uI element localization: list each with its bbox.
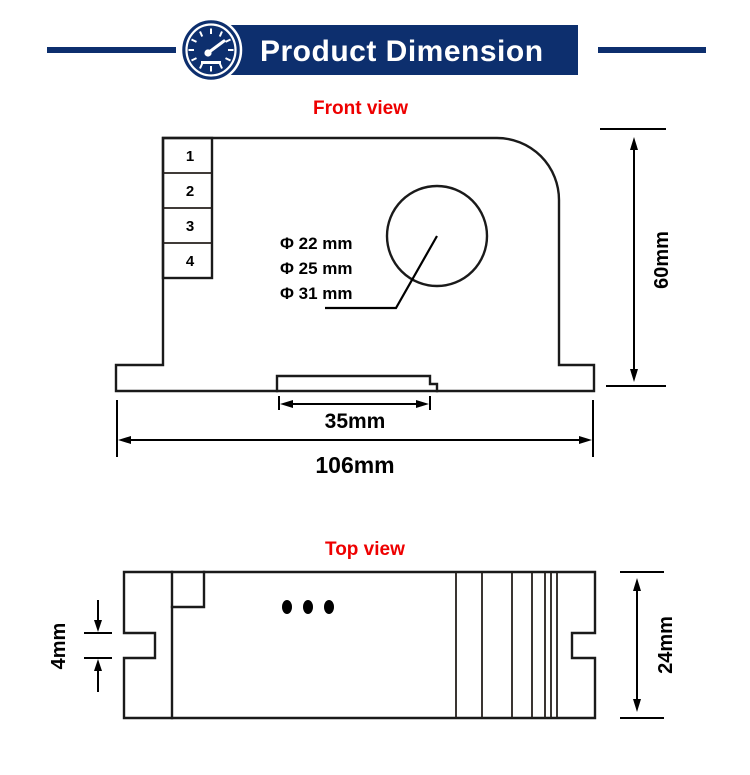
aperture-leader-line — [325, 235, 438, 310]
arrow-up-60 — [630, 137, 638, 150]
top-view-drawing: 4mm 24mm — [48, 570, 677, 720]
front-view-label: Front view — [313, 98, 408, 119]
terminal-block: 1 2 3 4 — [161, 136, 214, 280]
aperture-label-22: Φ 22 mm — [280, 234, 353, 253]
aperture-label-31: Φ 31 mm — [280, 284, 353, 303]
terminal-label-4: 4 — [186, 253, 195, 270]
terminal-label-1: 1 — [186, 148, 194, 165]
header-banner-bar — [215, 25, 578, 75]
vent-dot-1 — [282, 600, 292, 614]
front-body-outline — [114, 136, 596, 393]
front-base-pad — [275, 374, 439, 393]
dimension-notch-4mm: 4mm — [48, 600, 112, 692]
arrow-left-106 — [118, 436, 131, 444]
arrow-down-4 — [94, 620, 102, 632]
dimension-label-24mm: 24mm — [655, 616, 677, 674]
arrow-right-35 — [416, 400, 429, 408]
aperture-circle — [385, 184, 489, 288]
dimension-overall-106mm: 106mm — [116, 400, 594, 478]
header-banner: Product Dimension — [47, 17, 706, 83]
gauge-icon — [179, 17, 243, 83]
page-title: Product Dimension — [260, 35, 544, 68]
vent-dot-2 — [303, 600, 313, 614]
arrow-down-60 — [630, 369, 638, 382]
arrow-right-106 — [579, 436, 592, 444]
terminal-label-2: 2 — [186, 183, 194, 200]
dimension-label-106mm: 106mm — [315, 452, 394, 478]
arrow-up-24 — [633, 578, 641, 591]
rib-lines-group — [455, 572, 558, 718]
terminal-label-3: 3 — [186, 218, 194, 235]
dimension-label-35mm: 35mm — [325, 410, 386, 433]
arrow-left-35 — [280, 400, 293, 408]
top-body-outline — [122, 570, 597, 720]
dimension-label-4mm: 4mm — [48, 623, 70, 670]
top-view-label: Top view — [325, 539, 405, 560]
vent-dot-3 — [324, 600, 334, 614]
arrow-up-4 — [94, 659, 102, 671]
dimension-height-60mm: 60mm — [600, 128, 673, 387]
front-view-drawing: 1 2 3 4 Φ 22 mm Φ 25 mm Φ 31 mm 60mm — [114, 128, 673, 478]
aperture-label-25: Φ 25 mm — [280, 259, 353, 278]
dimension-label-60mm: 60mm — [651, 231, 673, 289]
arrow-down-24 — [633, 699, 641, 712]
dimension-depth-24mm: 24mm — [620, 571, 677, 719]
vent-dots-group — [282, 600, 334, 614]
dimension-base-35mm: 35mm — [278, 396, 431, 433]
top-inner-step — [170, 570, 206, 609]
